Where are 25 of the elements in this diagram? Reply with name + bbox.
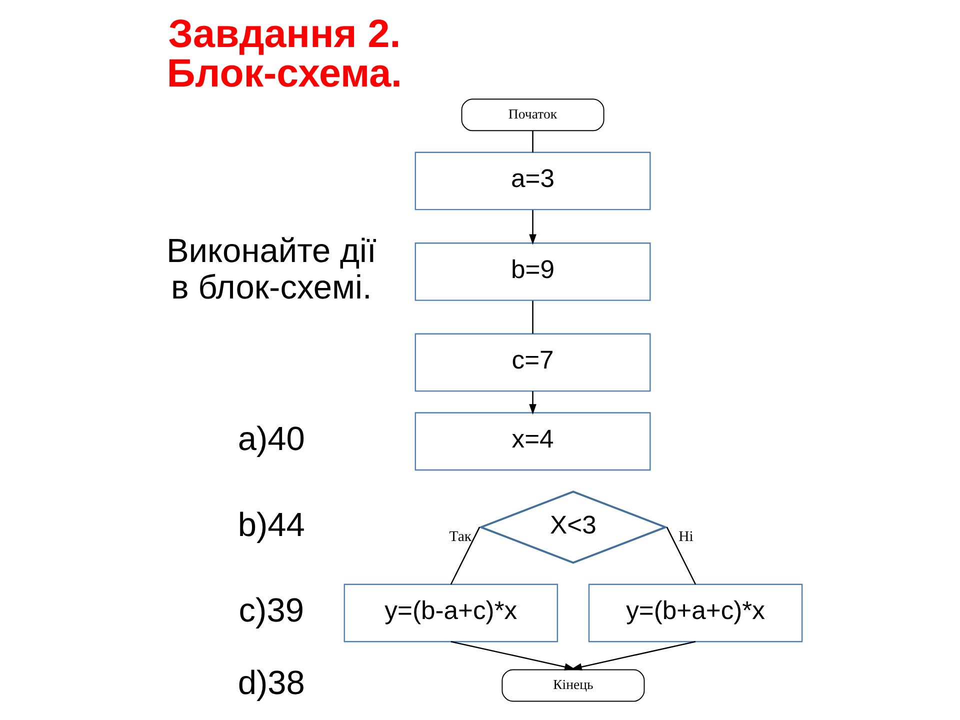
arrow <box>450 640 575 670</box>
diagram-title: Завдання 2. Блок-схема. <box>166 12 402 96</box>
node-box: a=3 <box>414 152 650 210</box>
label: Виконайте дії в блок-схемі. <box>166 233 376 307</box>
arrow <box>570 640 696 670</box>
node-box: x=4 <box>414 412 650 471</box>
node-box: b=9 <box>414 242 650 301</box>
label: b)44 <box>237 506 304 544</box>
node-box: y=(b-a+c)*x <box>343 584 558 642</box>
connector <box>666 526 696 585</box>
node-box: c=7 <box>414 333 650 392</box>
node-box: Початок <box>460 98 604 132</box>
edge-label: Ні <box>678 528 693 545</box>
label: d)38 <box>237 665 304 702</box>
label: a)40 <box>237 420 304 458</box>
arrow <box>528 391 536 415</box>
connector <box>532 130 533 152</box>
edge-label: Так <box>448 528 472 545</box>
node-box: Кінець <box>501 669 644 702</box>
label: c)39 <box>238 592 304 630</box>
connector <box>450 526 480 585</box>
connector <box>532 300 533 334</box>
node-box: y=(b+a+c)*x <box>588 584 802 642</box>
node-diamond: X<3 <box>478 490 668 564</box>
arrow <box>528 210 536 245</box>
